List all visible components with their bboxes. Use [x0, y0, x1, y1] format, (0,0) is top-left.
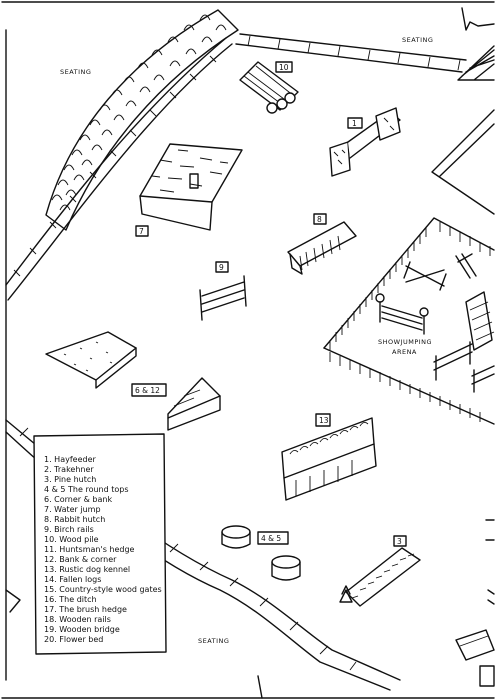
legend-item: 2. Trakehner	[44, 465, 94, 474]
fence-number-13: 13	[319, 416, 329, 425]
legend-item: 19. Wooden bridge	[44, 625, 120, 634]
bottom-right-items	[455, 519, 495, 687]
arena-label-line1: SHOWJUMPING	[378, 338, 432, 346]
fence-number-3: 3	[397, 537, 402, 546]
fence-number-8: 8	[317, 215, 322, 224]
legend-item: 4 & 5 The round tops	[44, 485, 129, 494]
fence-number-4-5: 4 & 5	[261, 534, 281, 543]
seating-stand-top-left	[45, 9, 239, 231]
legend-item: 20. Flower bed	[44, 635, 103, 644]
legend-item: 15. Country-style wood gates	[44, 585, 162, 594]
fence-13-rustic-dog-kennel	[281, 413, 377, 501]
legend-item: 16. The ditch	[44, 595, 97, 604]
legend-list: 1. Hayfeeder 2. Trakehner 3. Pine hutch …	[44, 455, 162, 644]
legend-item: 6. Corner & bank	[44, 495, 112, 504]
seating-label-top-left: SEATING	[60, 68, 91, 76]
legend-item: 11. Huntsman's hedge	[44, 545, 135, 554]
fence-number-10: 10	[279, 63, 289, 72]
fence-4-5-round-tops	[221, 525, 301, 581]
outer-track	[5, 33, 467, 691]
legend-item: 13. Rustic dog kennel	[44, 565, 130, 574]
fence-number-7: 7	[139, 227, 144, 236]
legend-item: 17. The brush hedge	[44, 605, 127, 614]
fence-number-6-12: 6 & 12	[135, 386, 160, 395]
fence-9-birch-rails	[199, 261, 247, 321]
legend-item: 14. Fallen logs	[44, 575, 101, 584]
legend-box	[33, 433, 167, 655]
legend-item: 1. Hayfeeder	[44, 455, 96, 464]
legend-item: 18. Wooden rails	[44, 615, 111, 624]
legend-item: 12. Bank & corner	[44, 555, 117, 564]
fence-10-wood-pile	[239, 61, 299, 114]
fence-8-rabbit-hutch	[287, 213, 357, 275]
fence-7-water-jump	[135, 143, 243, 237]
fence-number-1: 1	[352, 119, 357, 128]
seating-steps-top-right	[457, 45, 495, 81]
right-edge-building	[431, 109, 495, 215]
arena-label-line2: ARENA	[392, 348, 417, 356]
legend-item: 3. Pine hutch	[44, 475, 96, 484]
legend-item: 8. Rabbit hutch	[44, 515, 105, 524]
legend-item: 10. Wood pile	[44, 535, 99, 544]
fence-6-12-banks	[45, 331, 221, 431]
showjumping-arena	[323, 217, 495, 425]
seating-label-top-right: SEATING	[402, 36, 433, 44]
legend-item: 9. Birch rails	[44, 525, 94, 534]
legend-item: 7. Water jump	[44, 505, 101, 514]
fence-3-pine-hutch	[339, 535, 421, 607]
fence-1-hayfeeder	[329, 107, 401, 177]
fence-number-9: 9	[219, 263, 224, 272]
seating-label-bottom: SEATING	[198, 637, 229, 645]
